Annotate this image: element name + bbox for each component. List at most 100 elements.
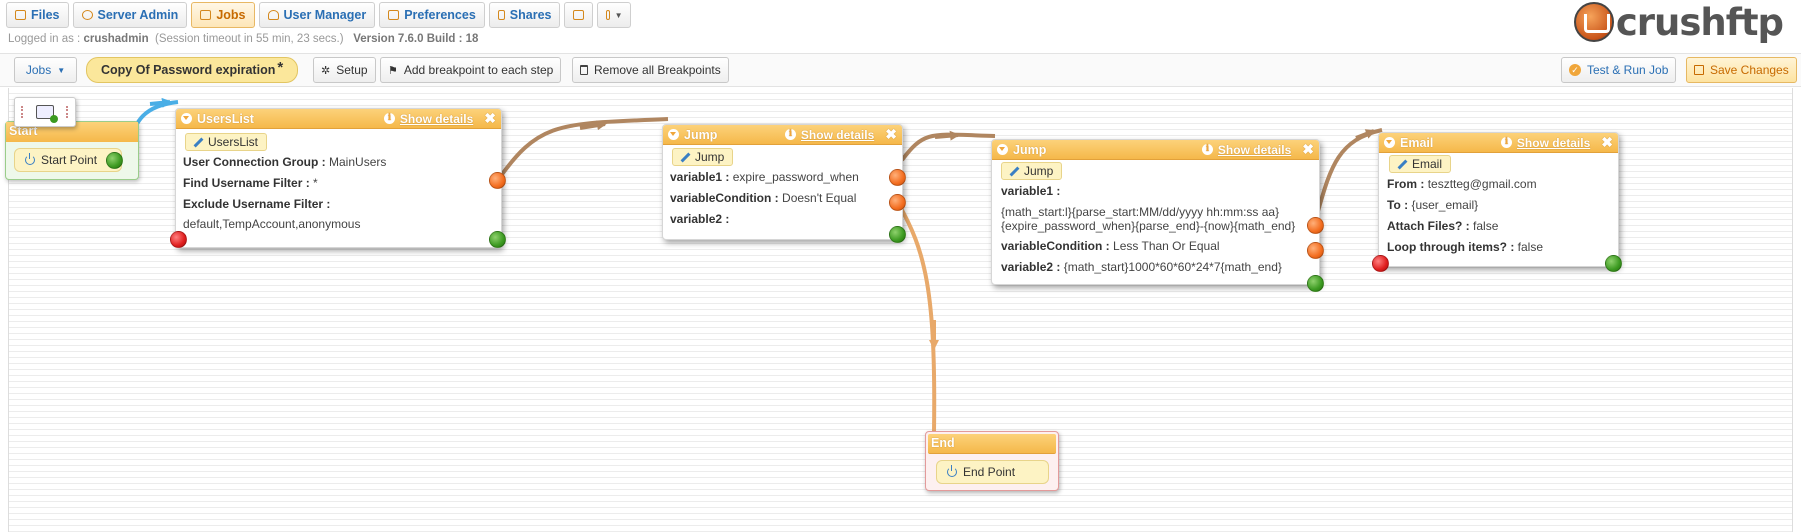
jump2-tag[interactable]: Jump xyxy=(1001,162,1063,180)
nav-shares-button[interactable]: Shares xyxy=(488,2,561,28)
row-label: Attach Files? : xyxy=(1387,219,1470,233)
jump2-node-header[interactable]: Jump i Show details ✖ xyxy=(992,140,1319,160)
userslist-node-header[interactable]: UsersList i Show details ✖ xyxy=(176,109,501,129)
close-icon[interactable]: ✖ xyxy=(1601,134,1613,150)
login-status: Logged in as : crushadmin (Session timeo… xyxy=(8,33,478,45)
collapse-icon[interactable] xyxy=(181,113,192,124)
end-point-button[interactable]: End Point xyxy=(936,460,1049,484)
jobs-icon xyxy=(200,10,212,20)
jump1-true-connector[interactable] xyxy=(889,169,906,186)
email-tag[interactable]: Email xyxy=(1389,155,1452,173)
test-run-button[interactable]: ✓Test & Run Job xyxy=(1561,57,1677,83)
close-icon[interactable]: ✖ xyxy=(885,126,897,142)
row-label: variableCondition : xyxy=(670,191,779,205)
row-label: variable1 : xyxy=(670,170,730,184)
remove-breakpoints-button[interactable]: Remove all Breakpoints xyxy=(572,57,729,83)
close-icon[interactable]: ✖ xyxy=(1302,141,1314,157)
grip-handle-icon[interactable] xyxy=(21,106,24,118)
jump1-show-details-link[interactable]: Show details xyxy=(800,127,875,142)
gear-icon xyxy=(81,10,93,20)
jump2-show-details-link[interactable]: Show details xyxy=(1217,142,1292,157)
nav-preferences-button[interactable]: Preferences xyxy=(379,2,485,28)
collapse-icon[interactable] xyxy=(997,144,1008,155)
jump1-success-connector[interactable] xyxy=(889,226,906,243)
start-node[interactable]: Start Start Point xyxy=(5,121,139,180)
save-changes-button[interactable]: Save Changes xyxy=(1686,57,1797,83)
collapse-icon[interactable] xyxy=(668,129,679,140)
power-icon xyxy=(25,153,35,165)
email-success-connector[interactable] xyxy=(1605,255,1622,272)
chevron-down-icon: ▼ xyxy=(614,10,623,20)
row-label: variableCondition : xyxy=(1001,239,1110,253)
jump2-true-connector[interactable] xyxy=(1307,217,1324,234)
userslist-row: User Connection Group : MainUsers xyxy=(183,155,386,169)
userslist-node[interactable]: UsersList i Show details ✖ UsersList Use… xyxy=(175,108,502,248)
jobs-dropdown-label: Jobs xyxy=(25,63,52,77)
nav-user-manager-button[interactable]: User Manager xyxy=(258,2,376,28)
jump1-node[interactable]: Jump i Show details ✖ Jump variable1 : e… xyxy=(662,124,903,240)
jump1-node-header[interactable]: Jump i Show details ✖ xyxy=(663,125,902,145)
row-value: Doesn't Equal xyxy=(782,191,857,205)
userslist-tag[interactable]: UsersList xyxy=(185,133,268,151)
nav-jobs-label: Jobs xyxy=(216,8,246,22)
close-icon[interactable]: ✖ xyxy=(484,110,496,126)
crushftp-logo: crushftp xyxy=(1573,1,1784,44)
step-palette[interactable] xyxy=(14,97,76,127)
email-row: Attach Files? : false xyxy=(1387,219,1498,233)
jump2-row: variableCondition : Less Than Or Equal xyxy=(1001,239,1220,253)
email-show-details-link[interactable]: Show details xyxy=(1516,135,1591,150)
nav-image-menu-button[interactable]: ▼ xyxy=(597,2,632,28)
row-value: tesztteg@gmail.com xyxy=(1427,177,1537,191)
row-label: Find Username Filter : xyxy=(183,176,310,190)
add-breakpoints-label: Add breakpoint to each step xyxy=(403,63,554,77)
setup-button[interactable]: ✲Setup xyxy=(313,57,376,83)
row-value: {math_start:l}{parse_start:MM/dd/yyyy hh… xyxy=(1001,205,1280,219)
pencil-icon xyxy=(1010,167,1019,176)
nav-jobs-button[interactable]: Jobs xyxy=(191,2,255,28)
login-user: crushadmin xyxy=(83,33,149,45)
nav-preferences-label: Preferences xyxy=(404,8,476,22)
nav-server-admin-label: Server Admin xyxy=(97,8,179,22)
lock-icon xyxy=(573,10,585,20)
jump1-tag[interactable]: Jump xyxy=(672,148,734,166)
job-name-badge[interactable]: Copy Of Password expiration* xyxy=(86,57,299,83)
add-breakpoints-button[interactable]: ⚑ Add breakpoint to each step xyxy=(380,57,562,83)
row-value: * xyxy=(313,176,318,190)
email-tag-label: Email xyxy=(1412,157,1443,171)
jump2-success-connector[interactable] xyxy=(1307,275,1324,292)
nav-shares-label: Shares xyxy=(509,8,552,22)
userslist-show-details-link[interactable]: Show details xyxy=(399,111,474,126)
session-timeout: (Session timeout in 55 min, 23 secs.) xyxy=(155,33,344,45)
jump2-row: variable1 : xyxy=(1001,184,1060,198)
jump1-row: variable1 : expire_password_when xyxy=(670,170,859,184)
jobs-dropdown[interactable]: Jobs▼ xyxy=(14,57,77,83)
email-error-connector[interactable] xyxy=(1372,255,1389,272)
row-label: To : xyxy=(1387,198,1409,212)
email-node[interactable]: Email i Show details ✖ Email From : tesz… xyxy=(1378,132,1619,267)
collapse-icon[interactable] xyxy=(1384,137,1395,148)
nav-files-button[interactable]: Files xyxy=(6,2,69,28)
jump2-false-connector[interactable] xyxy=(1307,242,1324,259)
flag-icon: ⚑ xyxy=(388,64,398,77)
email-node-header[interactable]: Email i Show details ✖ xyxy=(1379,133,1618,153)
row-label: variable1 : xyxy=(1001,184,1061,198)
start-point-button[interactable]: Start Point xyxy=(14,148,122,172)
row-label: Loop through items? : xyxy=(1387,240,1515,254)
row-label: variable2 : xyxy=(1001,260,1061,274)
nav-server-admin-button[interactable]: Server Admin xyxy=(72,2,188,28)
userslist-output-connector[interactable] xyxy=(489,172,506,189)
add-step-icon[interactable] xyxy=(36,105,58,123)
jump2-node[interactable]: Jump i Show details ✖ Jump variable1 : {… xyxy=(991,139,1320,285)
nav-extra-button[interactable] xyxy=(564,2,594,28)
end-node[interactable]: End End Point xyxy=(925,431,1059,491)
jump1-false-connector[interactable] xyxy=(889,194,906,211)
userslist-row: default,TempAccount,anonymous xyxy=(183,217,360,231)
login-prefix: Logged in as : xyxy=(8,33,84,45)
userslist-error-connector[interactable] xyxy=(170,231,187,248)
logo-ball-icon xyxy=(1573,2,1614,42)
job-toolbar: Jobs▼ Copy Of Password expiration* ✲Setu… xyxy=(0,53,1801,87)
userslist-success-connector[interactable] xyxy=(489,231,506,248)
start-output-connector[interactable] xyxy=(106,152,123,169)
userslist-row: Exclude Username Filter : xyxy=(183,197,330,211)
grip-handle-icon[interactable] xyxy=(66,106,69,118)
